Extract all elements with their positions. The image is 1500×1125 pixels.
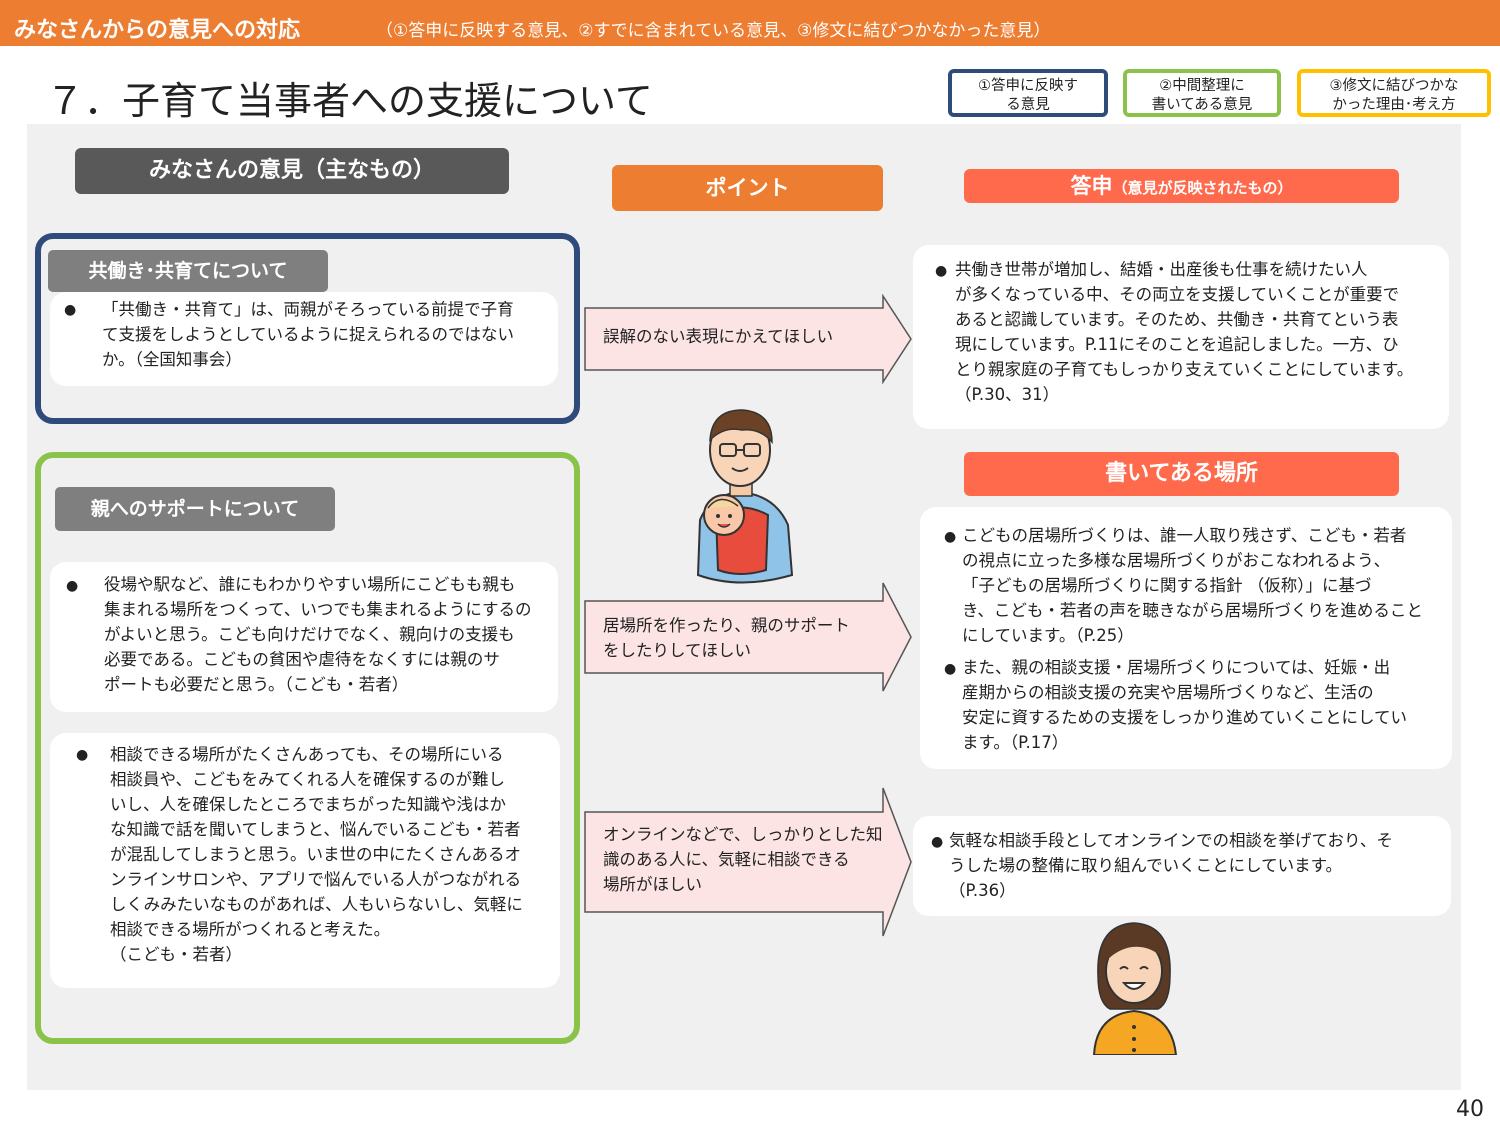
- header-title: みなさんからの意見への対応: [14, 18, 301, 43]
- section-frame-dual-income: [35, 233, 580, 424]
- legend-included: ②中間整理に 書いてある意見: [1123, 69, 1281, 117]
- arrow-shape-icon: [584, 582, 912, 692]
- place-text: こどもの居場所づくりは、誰一人取り残さず、こども・若者 の視点に立った多様な居場…: [962, 526, 1423, 645]
- opinion-column-header: みなさんの意見（主なもの）: [75, 148, 509, 194]
- opinion-card: ● 役場や駅など、誰にもわかりやすい場所にこどもも親も 集まれる場所をつくって、…: [50, 562, 558, 712]
- point-arrow: オンラインなどで、しっかりとした知 識のある人に、気軽に相談できる 場所がほしい: [583, 786, 913, 938]
- opinion-text: 役場や駅など、誰にもわかりやすい場所にこどもも親も 集まれる場所をつくって、いつ…: [104, 575, 532, 694]
- point-arrow: 誤解のない表現にかえてほしい: [583, 294, 913, 384]
- woman-illustration: [1084, 915, 1184, 1056]
- section-tab-dual-income: 共働き･共育てについて: [48, 250, 328, 292]
- bullet-icon: ●: [931, 834, 944, 850]
- header-subtitle: （①答申に反映する意見、②すでに含まれている意見、③修文に結びつかなかった意見）: [376, 21, 1051, 41]
- answer-card: ● 共働き世帯が増加し、結婚・出産後も仕事を続けたい人 が多くなっている中、その…: [913, 245, 1449, 429]
- bullet-icon: ●: [66, 578, 79, 594]
- place-text: 気軽な相談手段としてオンラインでの相談を挙げており、そ うした場の整備に取り組ん…: [949, 831, 1393, 900]
- point-text: オンラインなどで、しっかりとした知 識のある人に、気軽に相談できる 場所がほしい: [603, 825, 883, 894]
- point-arrow: 居場所を作ったり、親のサポート をしたりしてほしい: [583, 581, 913, 693]
- section-tab-parent-support: 親へのサポートについて: [55, 487, 335, 531]
- legend-not-revised: ③修文に結びつかな かった理由･考え方: [1297, 69, 1491, 117]
- page-title: ７．子育て当事者への支援について: [46, 79, 653, 123]
- section-frame-parent-support: [35, 452, 580, 1044]
- legend-reflected: ①答申に反映す る意見: [948, 69, 1108, 117]
- bullet-icon: ●: [76, 747, 89, 763]
- answer-header-sub: （意見が反映されたもの）: [1112, 179, 1293, 197]
- point-text: 居場所を作ったり、親のサポート をしたりしてほしい: [603, 616, 850, 660]
- opinion-text: 「共働き・共育て」は、両親がそろっている前提で子育 て支援をしようとしているよう…: [102, 300, 515, 369]
- place-column-header: 書いてある場所: [964, 452, 1399, 496]
- answer-text: 共働き世帯が増加し、結婚・出産後も仕事を続けたい人 が多くなっている中、その両立…: [955, 260, 1414, 404]
- bullet-icon: ●: [935, 263, 948, 279]
- page-number: 40: [1456, 1097, 1484, 1122]
- point-text: 誤解のない表現にかえてほしい: [603, 327, 834, 346]
- bullet-icon: ●: [944, 661, 957, 677]
- bullet-icon: ●: [944, 529, 957, 545]
- answer-column-header: 答申（意見が反映されたもの）: [964, 169, 1399, 203]
- arrow-shape-icon: [584, 787, 912, 937]
- header-bar: みなさんからの意見への対応 （①答申に反映する意見、②すでに含まれている意見、③…: [0, 0, 1500, 46]
- place-text: また、親の相談支援・居場所づくりについては、妊娠・出 産期からの相談支援の充実や…: [962, 658, 1408, 752]
- opinion-card: ● 相談できる場所がたくさんあっても、その場所にいる 相談員や、こどもをみてくれ…: [50, 733, 560, 988]
- place-card: ● 気軽な相談手段としてオンラインでの相談を挙げており、そ うした場の整備に取り…: [913, 816, 1451, 916]
- arrow-shape-icon: [584, 294, 912, 384]
- answer-header-main: 答申: [1070, 174, 1113, 198]
- opinion-text: 相談できる場所がたくさんあっても、その場所にいる 相談員や、こどもをみてくれる人…: [110, 745, 523, 964]
- bullet-icon: ●: [64, 302, 77, 318]
- point-column-header: ポイント: [612, 165, 883, 211]
- father-with-baby-illustration: [680, 400, 800, 590]
- place-card: ● こどもの居場所づくりは、誰一人取り残さず、こども・若者 の視点に立った多様な…: [920, 507, 1452, 769]
- opinion-card: ● 「共働き・共育て」は、両親がそろっている前提で子育 て支援をしようとしている…: [50, 292, 558, 386]
